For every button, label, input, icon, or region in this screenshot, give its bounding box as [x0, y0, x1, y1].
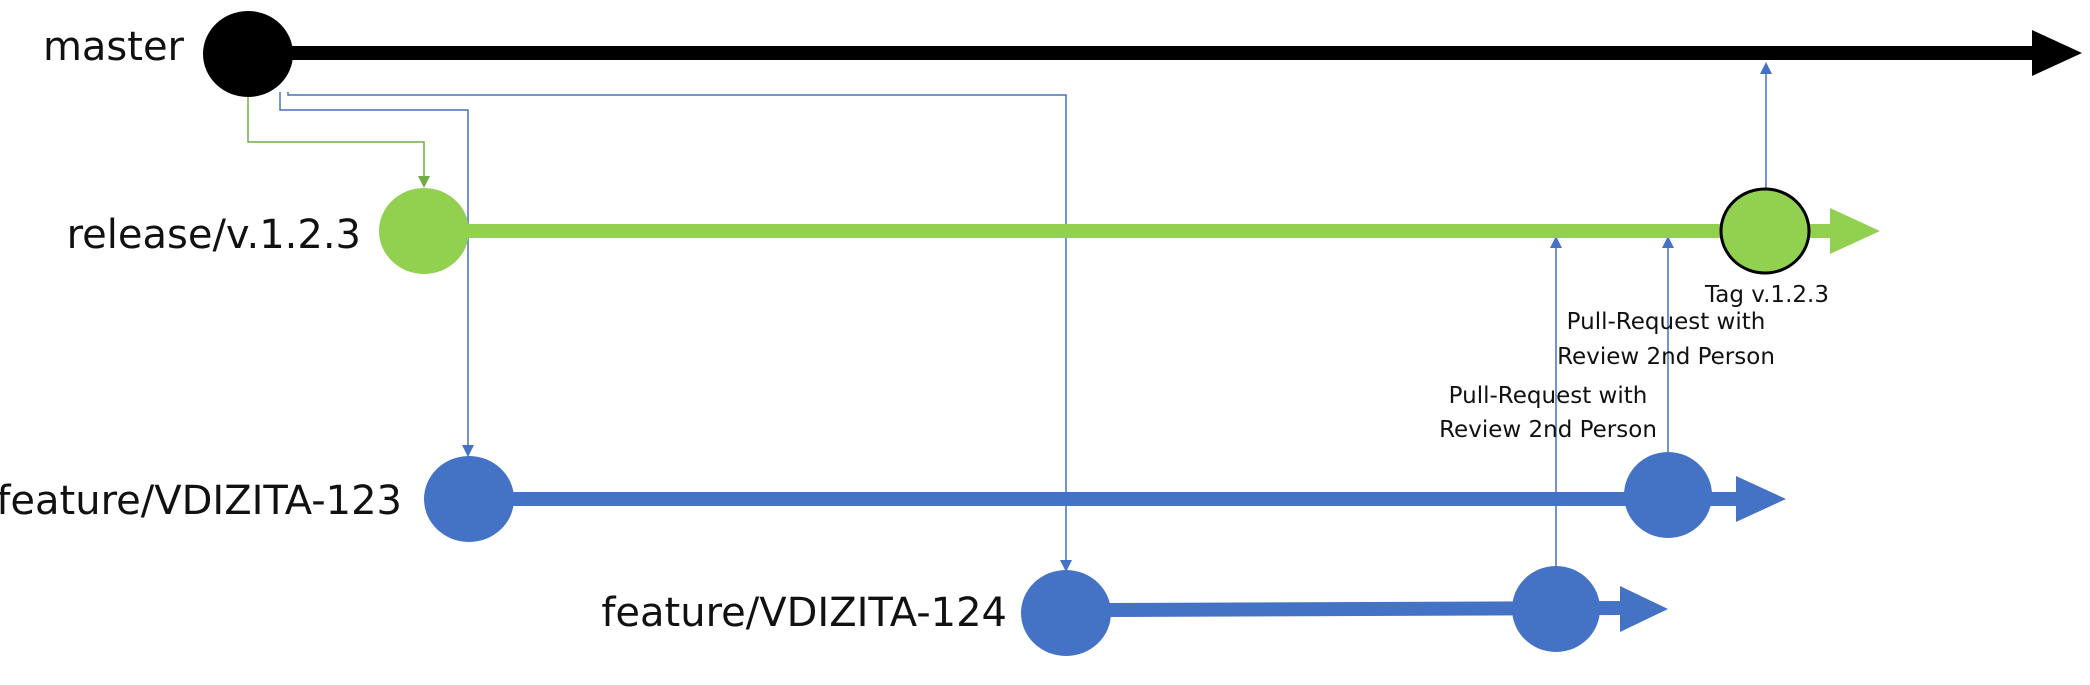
feature-124-branch-arrowhead — [1620, 586, 1668, 632]
feature-124-end-node[interactable] — [1512, 566, 1600, 652]
connector-master-to-feature-124 — [287, 92, 1072, 572]
feature-123-branch-label: feature/VDIZITA-123 — [0, 478, 402, 524]
connector-master-to-feature-123 — [279, 92, 474, 457]
pr-upper-line-2: Review 2nd Person — [1557, 344, 1775, 370]
pr-lower-line-1: Pull-Request with — [1449, 383, 1648, 409]
tag-label: Tag v.1.2.3 — [1704, 282, 1829, 308]
master-branch-label: master — [43, 24, 185, 70]
release-branch-label: release/v.1.2.3 — [67, 212, 361, 258]
connector-master-to-release — [247, 92, 430, 188]
pr-lower-line-2: Review 2nd Person — [1439, 417, 1657, 443]
master-branch-arrowhead — [2032, 30, 2082, 76]
feature-123-branch-arrowhead — [1736, 476, 1786, 522]
feature-124-start-node[interactable] — [1021, 570, 1111, 656]
feature-123-end-node[interactable] — [1624, 452, 1712, 538]
master-commit-node[interactable] — [203, 11, 293, 97]
release-branch-arrowhead — [1830, 208, 1880, 254]
pr-upper-line-1: Pull-Request with — [1567, 309, 1766, 335]
feature-124-branch-label: feature/VDIZITA-124 — [601, 590, 1007, 636]
feature-123-start-node[interactable] — [424, 456, 514, 542]
release-start-node[interactable] — [379, 188, 469, 274]
release-tag-node[interactable] — [1719, 187, 1811, 275]
